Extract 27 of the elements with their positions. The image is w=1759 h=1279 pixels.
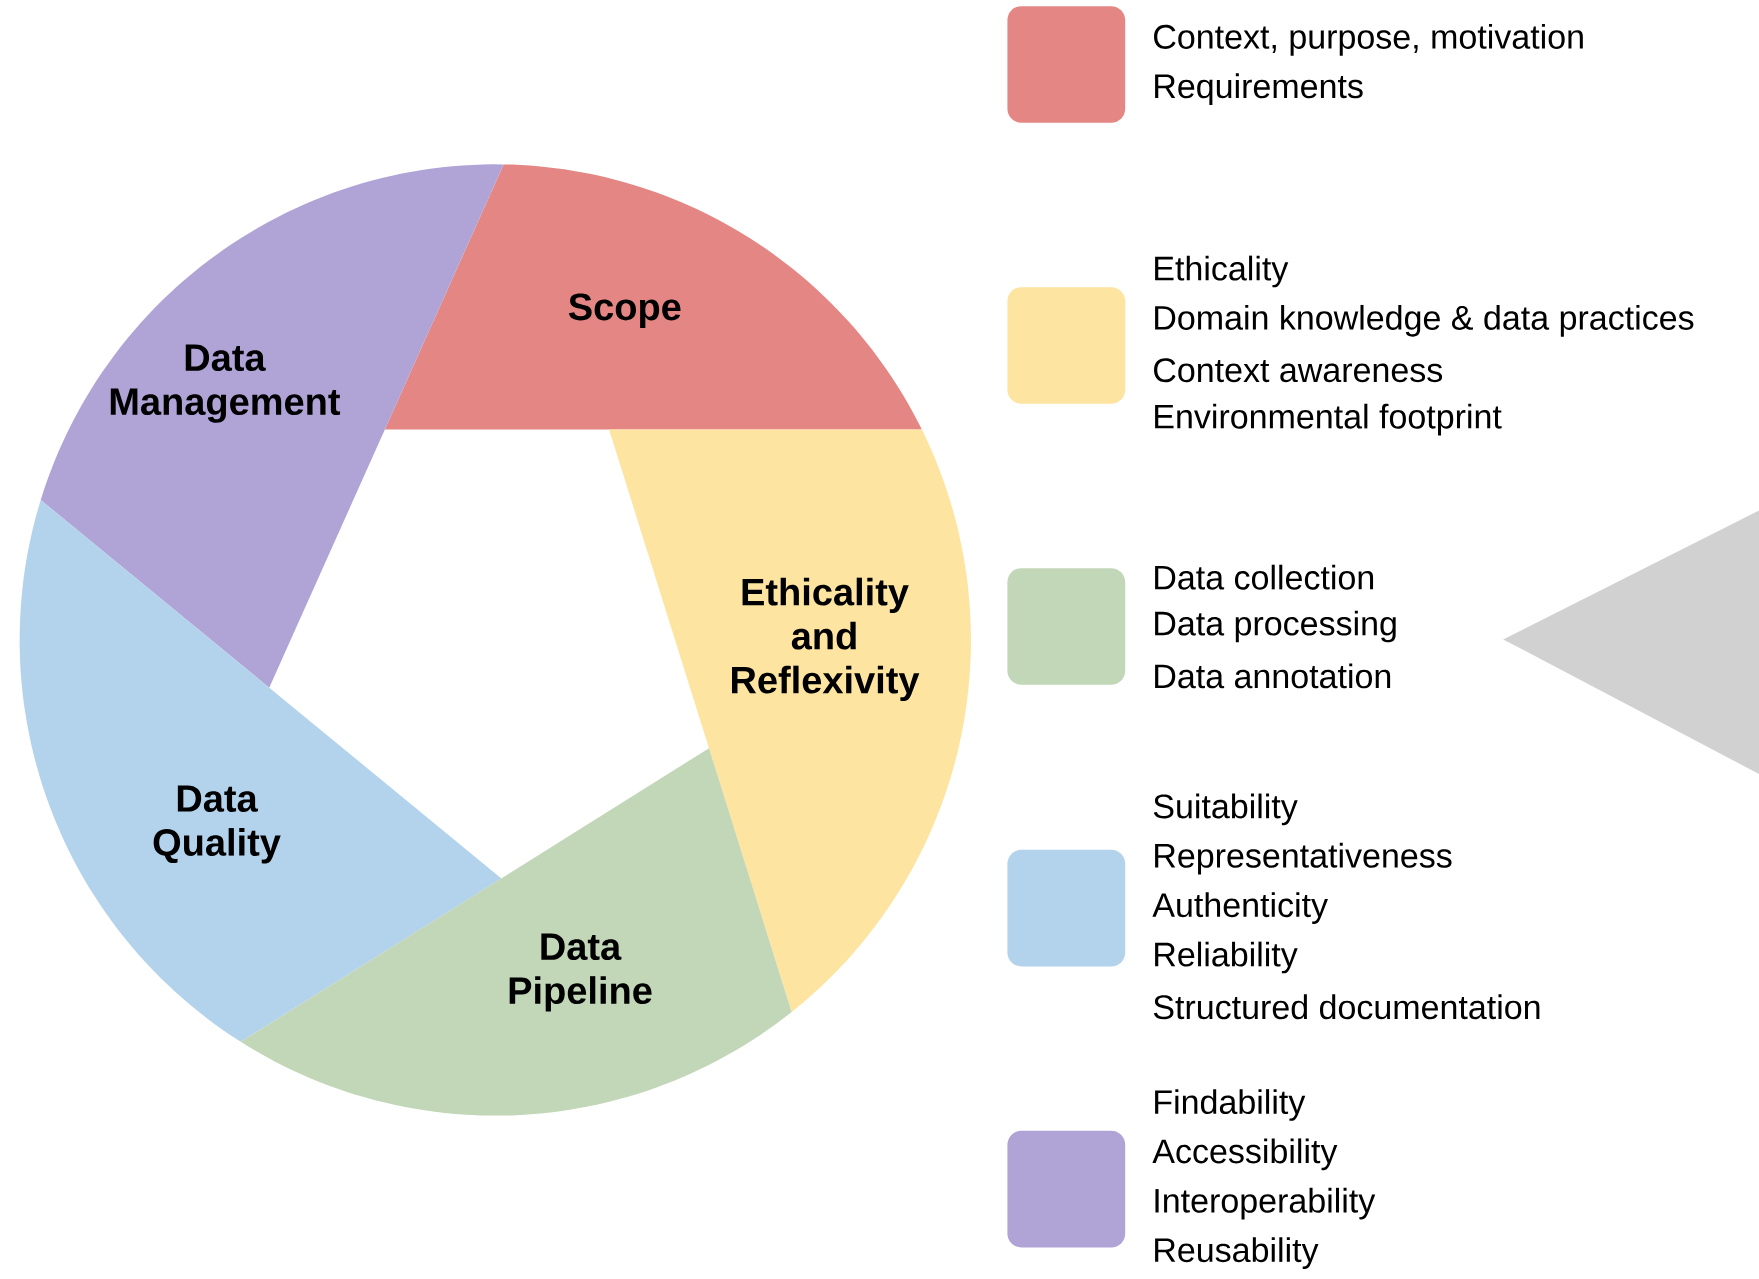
legend-swatch: [1007, 6, 1126, 123]
pie-segment: Scope: [384, 164, 922, 430]
legend-text: Requirements: [1155, 73, 1363, 106]
legend-text: Representativeness: [1155, 842, 1452, 875]
legend-text: Domain knowledge & data practices: [1155, 304, 1694, 337]
legend-text: Suitability: [1153, 793, 1298, 826]
legend-text: Findability: [1155, 1089, 1306, 1121]
legend-swatch: [1007, 1130, 1126, 1248]
legend-text: Reliability: [1155, 941, 1298, 974]
legend-text: Environmental footprint: [1155, 403, 1502, 436]
legend-text: Context awareness: [1154, 358, 1443, 383]
legend-swatch: [1007, 849, 1126, 967]
legend-text: Data collection: [1155, 564, 1374, 590]
legend-text: Context, purpose, motivation: [1154, 23, 1583, 56]
legend-swatch: [1007, 287, 1126, 404]
legend-text: Reusability: [1155, 1237, 1319, 1269]
legend-text: Interoperability: [1155, 1187, 1376, 1220]
legend-text: Structured documentation: [1153, 994, 1540, 1020]
legend-text: Authenticity: [1152, 892, 1328, 924]
legend-text: Ethicality: [1155, 255, 1289, 288]
pie-segment: Data Management: [40, 164, 504, 688]
legend-swatch: [1007, 568, 1126, 685]
pointer-shape: [1503, 510, 1759, 774]
pie-segment: Data Quality: [19, 500, 502, 1042]
legend-text: Data annotation: [1155, 663, 1391, 689]
legend-text: Data processing: [1155, 610, 1396, 643]
legend-text: Accessibility: [1152, 1138, 1338, 1171]
